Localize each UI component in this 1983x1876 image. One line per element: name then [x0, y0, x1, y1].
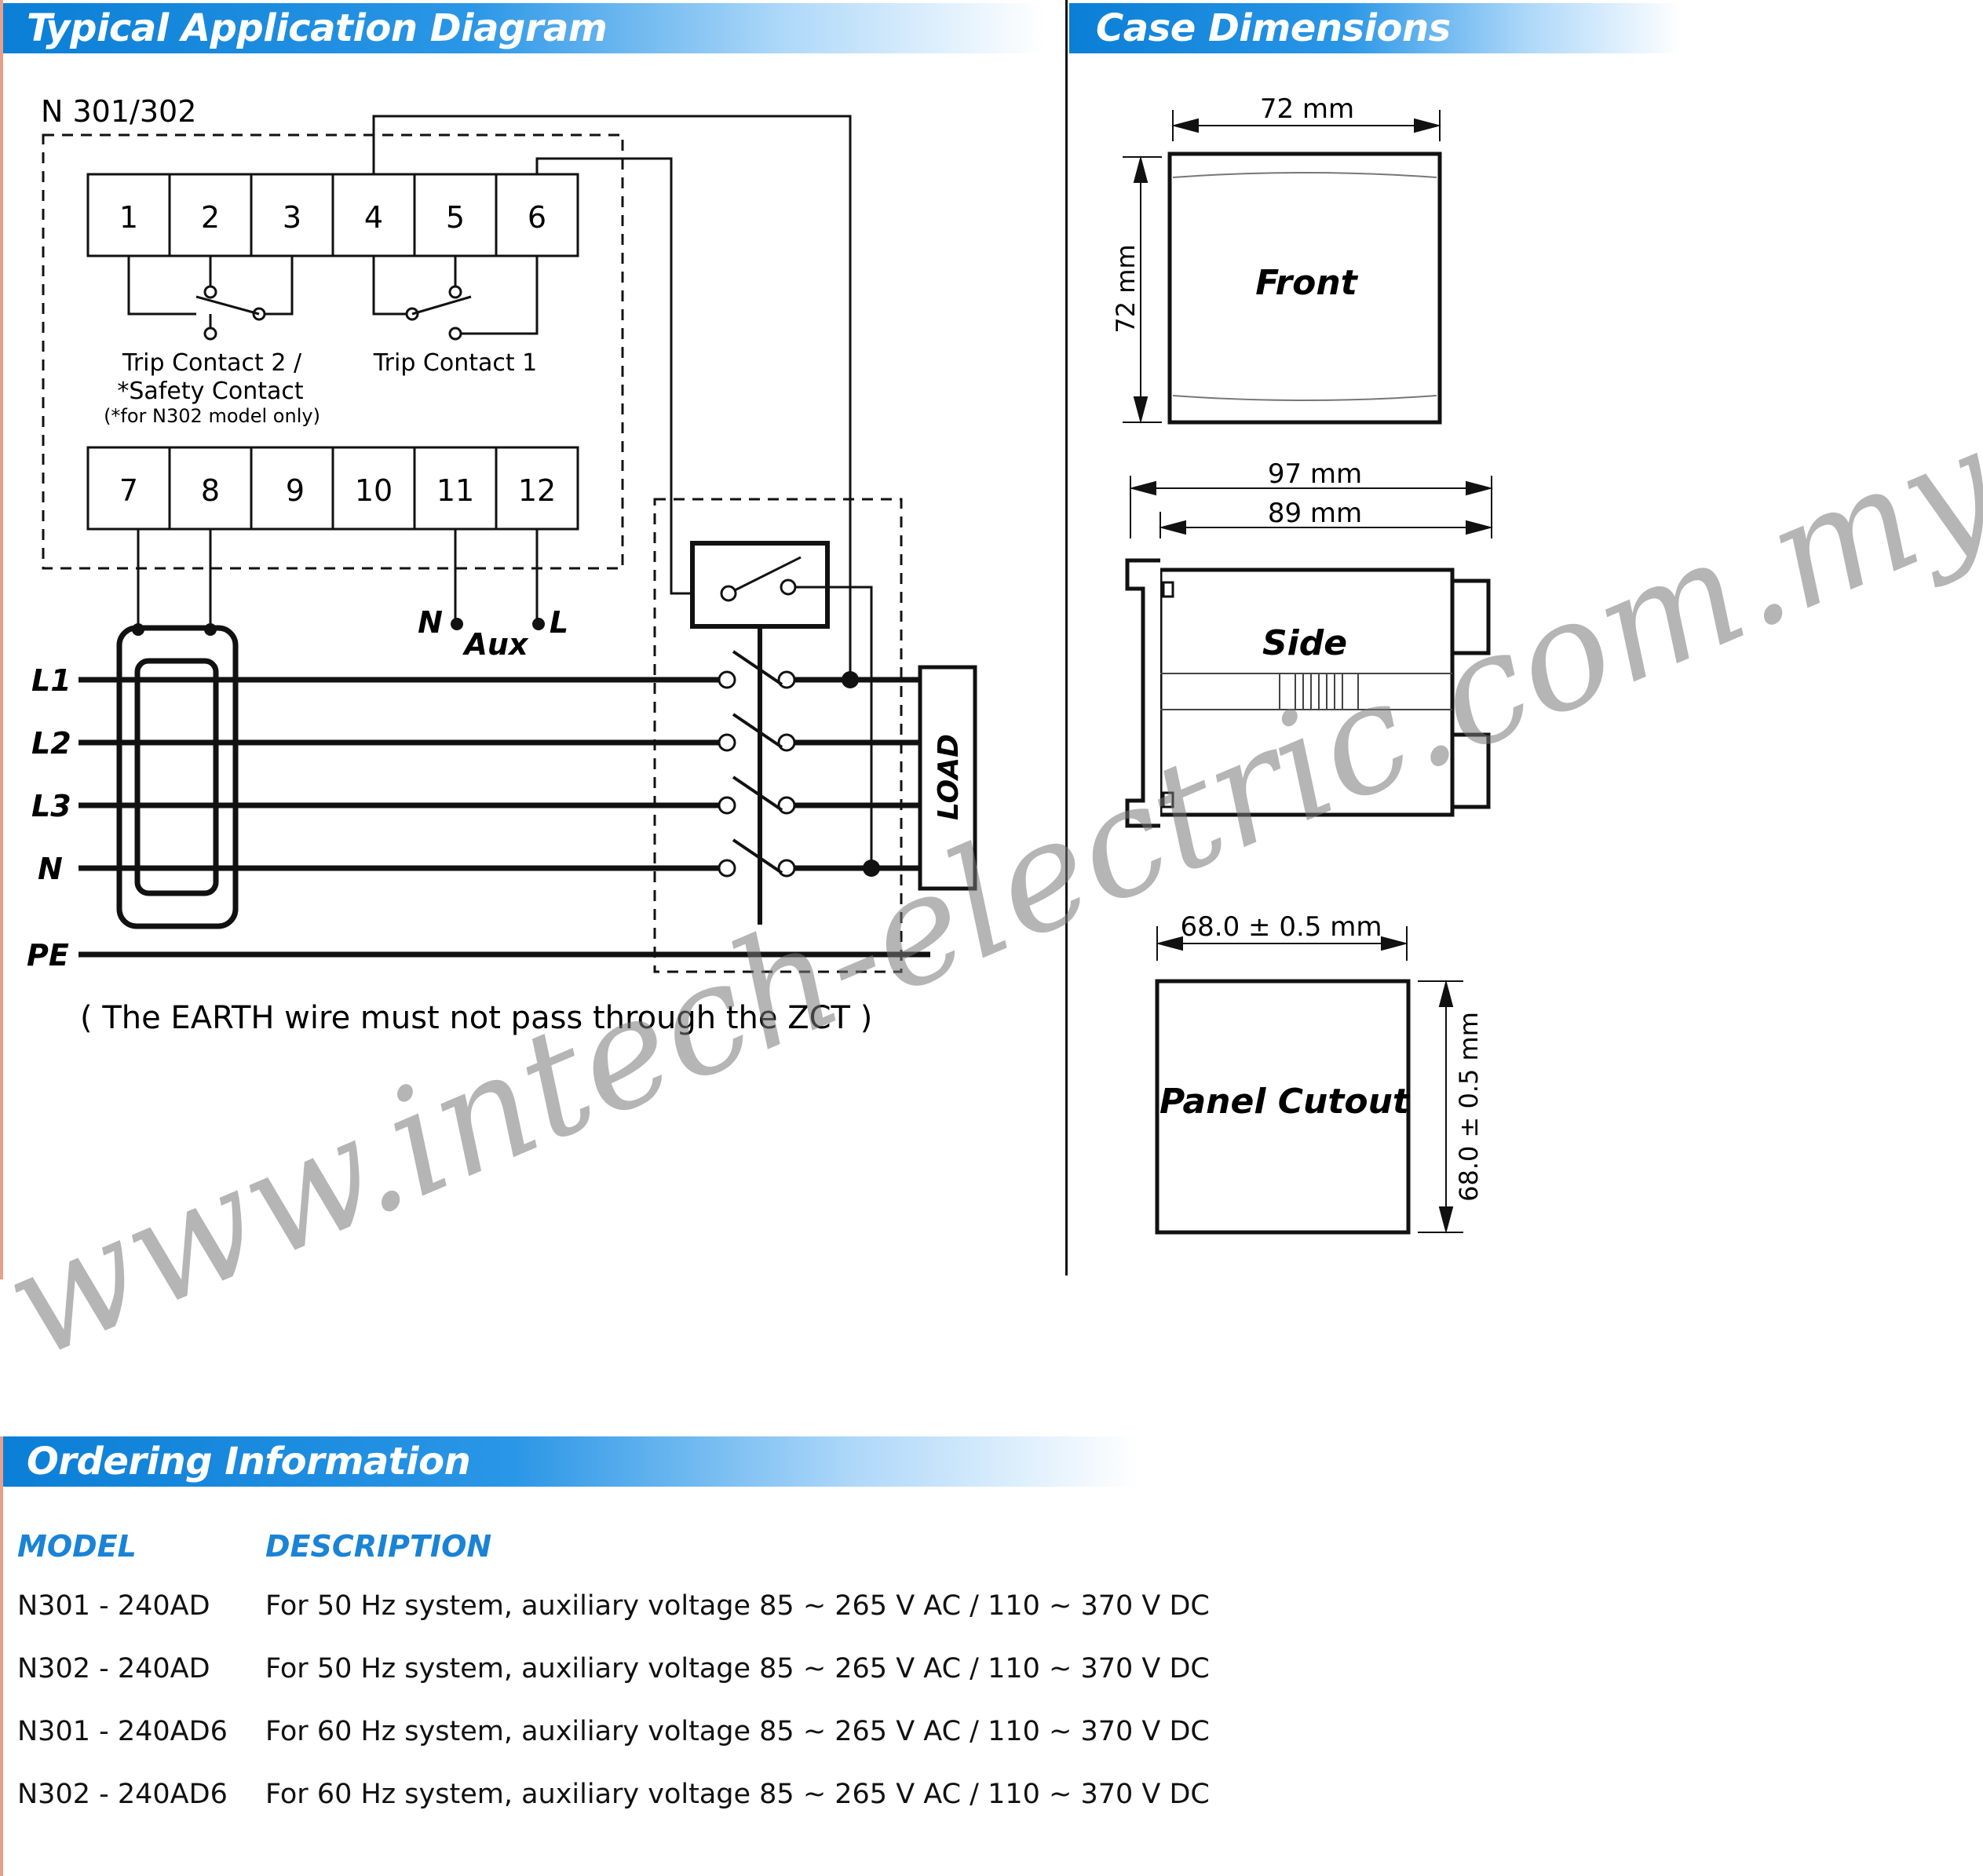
breaker-pole-blades [732, 650, 783, 874]
terminal-label: 11 [436, 473, 474, 508]
load-label: LOAD [933, 734, 965, 820]
front-width-label: 72 mm [1260, 93, 1354, 125]
aux-l-dot [532, 618, 545, 630]
front-label: Front [1255, 263, 1358, 303]
ordering-description: For 50 Hz system, auxiliary voltage 85 ~… [265, 1590, 1210, 1622]
junction-dot [842, 671, 859, 688]
cutout-width-label: 68.0 ± 0.5 mm [1181, 911, 1382, 943]
terminal-7 [86, 446, 171, 531]
ordering-model: N301 - 240AD [17, 1590, 210, 1622]
trip-contact-1-symbol [372, 256, 539, 341]
panel-cutout-label: Panel Cutout [1159, 1082, 1411, 1122]
side-view-clips [1162, 581, 1174, 808]
ordering-header-description: DESCRIPTION [265, 1529, 492, 1564]
aux-n-dot [451, 618, 463, 630]
shunt-trip-coil [690, 541, 830, 629]
line-label-l3: L3 [31, 789, 71, 823]
terminal-label: 7 [119, 473, 138, 508]
bottom-terminal-strip: 7 8 9 10 11 12 [86, 446, 579, 531]
aux-l-label: L [550, 605, 568, 640]
side-depth-dim [1159, 512, 1493, 538]
section-header-case: Case Dimensions [1069, 3, 1682, 53]
terminal-label: 3 [283, 200, 301, 235]
terminal-label: 10 [355, 473, 393, 508]
cutout-height-label: 68.0 ± 0.5 mm [1454, 1012, 1484, 1202]
front-height-label: 72 mm [1111, 244, 1141, 333]
side-label: Side [1262, 623, 1347, 663]
section-title-case: Case Dimensions [1096, 6, 1451, 50]
terminal-label: 9 [286, 473, 305, 508]
zct-inner [134, 658, 219, 896]
ordering-description: For 60 Hz system, auxiliary voltage 85 ~… [265, 1716, 1210, 1747]
terminal-12 [495, 446, 579, 531]
safety-contact-label: *Safety Contact [117, 378, 303, 405]
section-header-ordering: Ordering Information [0, 1436, 1138, 1487]
side-depth-label: 89 mm [1268, 498, 1362, 529]
side-overall-dim [1129, 476, 1493, 538]
load-box [918, 665, 977, 891]
terminal-label: 12 [518, 473, 556, 508]
section-title-ordering: Ordering Information [27, 1440, 471, 1484]
terminal-6 [495, 173, 579, 257]
ordering-model: N302 - 240AD [17, 1653, 210, 1684]
section-divider [1065, 0, 1068, 1276]
zct-wires [137, 529, 539, 628]
aux-n-label: N [418, 605, 443, 640]
ordering-description: For 50 Hz system, auxiliary voltage 85 ~… [265, 1653, 1210, 1684]
side-overall-label: 97 mm [1268, 458, 1362, 490]
section-title-application: Typical Application Diagram [27, 6, 608, 50]
line-label-l1: L1 [31, 663, 71, 698]
terminal-label: 2 [201, 200, 220, 235]
line-label-l2: L2 [31, 726, 71, 761]
device-enclosure [42, 133, 624, 570]
terminal-6-wire [535, 157, 719, 595]
cutout-width-dim [1156, 926, 1408, 961]
front-bezel-line [1172, 395, 1437, 401]
side-view-drawing [1125, 558, 1491, 828]
ordering-model: N301 - 240AD6 [17, 1716, 228, 1747]
safety-contact-note: (*for N302 model only) [104, 405, 320, 427]
trip-contact-2-label: Trip Contact 2 / [122, 349, 302, 377]
left-edge-accent [0, 0, 3, 1279]
terminal-10 [331, 446, 416, 531]
trip-contact-1-label: Trip Contact 1 [373, 349, 538, 377]
terminal-label: 4 [364, 200, 383, 235]
terminal-label: 6 [528, 200, 546, 235]
breaker-enclosure [653, 498, 903, 973]
side-view-internal-lines [1160, 673, 1452, 710]
earth-note: ( The EARTH wire must not pass through t… [80, 1000, 872, 1036]
terminal-label: 8 [201, 473, 220, 508]
coil-contact [720, 556, 873, 868]
zct-outer [116, 625, 239, 929]
cutout-height-dim [1418, 980, 1463, 1234]
front-height-dim [1123, 155, 1162, 424]
trip-contact-2-symbol [127, 256, 294, 341]
watermark-text: www.intech-electric.com.my [0, 396, 1983, 1392]
ordering-description: For 60 Hz system, auxiliary voltage 85 ~… [265, 1779, 1210, 1810]
panel-cutout-box [1155, 979, 1411, 1235]
front-bezel-line [1172, 172, 1437, 178]
phase-lines [79, 677, 930, 958]
ordering-model: N302 - 240AD6 [17, 1779, 228, 1810]
top-terminal-strip: 1 2 3 4 5 6 [86, 173, 579, 257]
aux-label: Aux [462, 627, 529, 662]
terminal-4-wire [372, 115, 852, 681]
breaker-poles [718, 670, 796, 878]
line-label-n: N [38, 852, 63, 886]
terminal-11 [413, 446, 498, 531]
model-label: N 301/302 [41, 94, 196, 129]
section-header-application: Typical Application Diagram [0, 3, 1044, 53]
wiring-and-dimension-drawings: N 301/302 1 2 3 4 5 6 Trip Contact 2 [0, 93, 1983, 1392]
terminal-label: 1 [119, 200, 138, 235]
front-width-dim [1171, 110, 1441, 141]
pe-label: PE [27, 938, 69, 973]
terminal-label: 5 [446, 200, 465, 235]
ordering-header-model: MODEL [17, 1529, 137, 1564]
left-edge-accent-bottom [0, 1436, 3, 1876]
junction-dot [863, 860, 880, 877]
front-view-box [1167, 151, 1442, 425]
